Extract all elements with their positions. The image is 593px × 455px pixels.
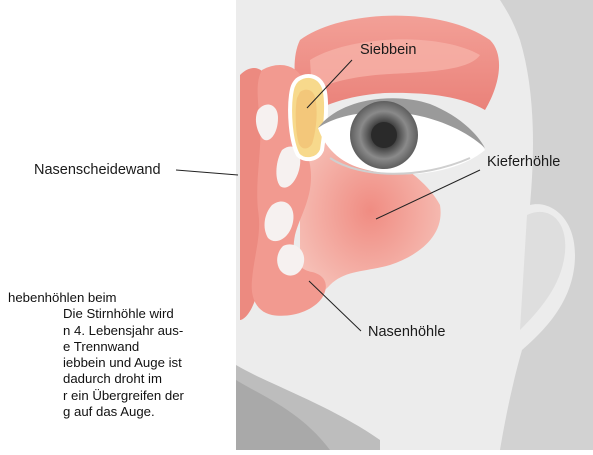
caption-clip: hebenhöhlen beim Die Stirnhöhle wird n 4… (0, 0, 240, 450)
pupil (371, 122, 397, 148)
caption-line: iebbein und Auge ist (0, 355, 240, 371)
caption-line: hebenhöhlen beim (0, 290, 240, 306)
label-siebbein: Siebbein (360, 43, 416, 58)
caption-line: g auf das Auge. (0, 404, 240, 420)
caption-line: dadurch droht im (0, 371, 240, 387)
label-kieferhoehle: Kieferhöhle (487, 155, 560, 170)
caption-line: n 4. Lebensjahr aus- (0, 323, 240, 339)
label-nasenhoehle: Nasenhöhle (368, 325, 445, 340)
caption-line: r ein Übergreifen der (0, 388, 240, 404)
caption-line: Die Stirnhöhle wird (0, 306, 240, 322)
caption-text: hebenhöhlen beim Die Stirnhöhle wird n 4… (0, 290, 240, 420)
caption-line: e Trennwand (0, 339, 240, 355)
